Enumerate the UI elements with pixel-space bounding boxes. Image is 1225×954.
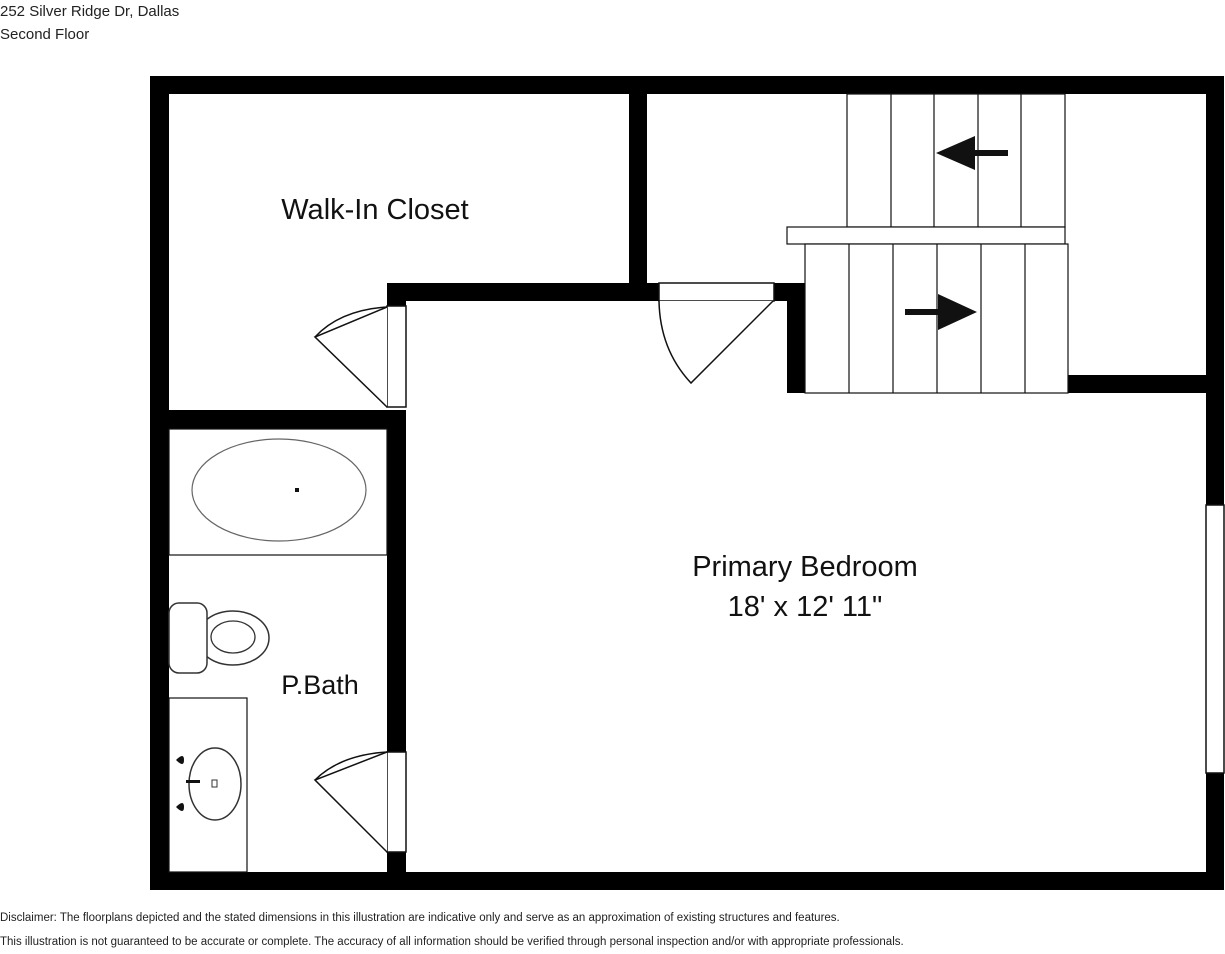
wall-closet-stair-divider bbox=[629, 76, 647, 300]
wall-closet-post bbox=[387, 283, 406, 307]
room-dimensions: 18' x 12' 11" bbox=[727, 591, 883, 623]
room-label-primary-bedroom: Primary Bedroom 18' x 12' 11" bbox=[640, 547, 970, 627]
stair-arrow-left-icon bbox=[936, 136, 1008, 170]
wall-bottom bbox=[150, 872, 1224, 890]
disclaimer-line-1: Disclaimer: The floorplans depicted and … bbox=[0, 912, 840, 924]
floor-name: Second Floor bbox=[0, 26, 90, 43]
room-label-walk-in-closet: Walk-In Closet bbox=[281, 194, 469, 226]
sink-icon bbox=[168, 697, 248, 873]
toilet-icon bbox=[168, 602, 270, 674]
interior-walls bbox=[150, 76, 1224, 890]
wall-top bbox=[150, 76, 1224, 94]
bedroom-door-leaf bbox=[658, 282, 775, 302]
wall-bath-top bbox=[150, 410, 406, 429]
wall-bath-right bbox=[387, 410, 406, 752]
door-swing-icon bbox=[313, 751, 388, 853]
bathtub-icon bbox=[168, 428, 388, 556]
bedroom-door bbox=[658, 282, 775, 385]
disclaimer-line-2: This illustration is not guaranteed to b… bbox=[0, 936, 904, 948]
room-label-primary-bath: P.Bath bbox=[281, 670, 359, 700]
plan-header: 252 Silver Ridge Dr, Dallas Second Floor bbox=[0, 0, 179, 46]
room-name: Primary Bedroom bbox=[692, 551, 918, 583]
window-icon bbox=[1205, 504, 1225, 774]
closet-door-leaf bbox=[386, 305, 407, 408]
wall-bath-right-lower bbox=[387, 852, 406, 890]
stair-landing-rail bbox=[786, 226, 1066, 245]
door-swing-icon bbox=[658, 300, 774, 385]
wall-stair-left bbox=[787, 283, 805, 393]
property-address: 252 Silver Ridge Dr, Dallas bbox=[0, 3, 180, 20]
staircase bbox=[786, 93, 1069, 394]
bath-door bbox=[313, 751, 407, 853]
closet-door bbox=[313, 305, 407, 408]
wall-left bbox=[150, 76, 169, 890]
door-swing-icon bbox=[313, 306, 388, 408]
wall-closet-bottom bbox=[387, 283, 659, 301]
stair-arrow-right-icon bbox=[905, 294, 977, 330]
bath-door-leaf bbox=[386, 751, 407, 853]
disclaimer: Disclaimer: The floorplans depicted and … bbox=[0, 906, 904, 954]
